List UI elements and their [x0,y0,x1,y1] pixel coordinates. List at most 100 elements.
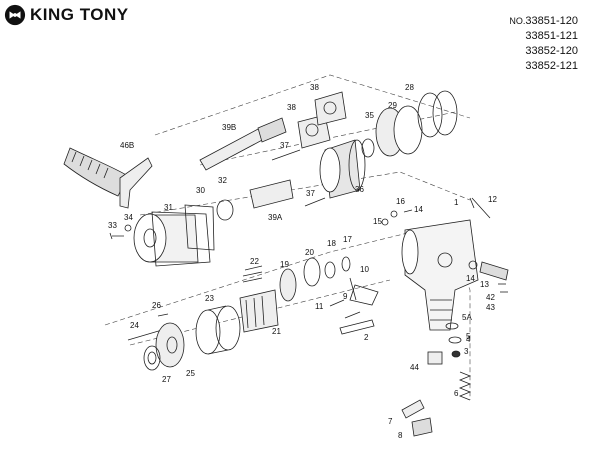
callout-2: 2 [364,333,369,342]
callout-38: 38 [310,83,319,92]
callout-18: 18 [327,239,336,248]
part-15-o-ring [381,218,389,226]
part-39B-anvil [199,127,267,171]
part-35-washer [361,138,375,158]
part-23-cylinder [195,305,241,355]
part-11-pin [329,299,345,307]
brand-header: KING TONY [4,4,129,26]
part-6-spring [458,371,472,401]
callout-33: 33 [108,221,117,230]
callout-8: 8 [398,431,403,440]
part-11-pin [344,311,361,319]
part-16-spring [390,210,398,218]
part-31-front-housing [133,211,211,267]
part-17-ring [341,256,351,272]
part-28-rubber-boot [417,90,458,138]
part-8-air-inlet [411,417,433,437]
part-20-end-plate [303,257,321,287]
part-32-bushing [216,199,234,221]
callout-21: 21 [272,327,281,336]
callout-27: 27 [162,375,171,384]
callout-11: 11 [315,302,324,311]
part-27-bearing [143,345,161,371]
part-10-trigger [349,284,379,306]
callout-13: 13 [480,280,489,289]
callout-14: 14 [414,205,423,214]
callout-17: 17 [343,235,352,244]
part-2-reverse-valve [339,319,375,335]
brand-name: KING TONY [30,5,129,24]
callout-19: 19 [280,260,289,269]
model-number: 33852-120 [525,45,578,57]
part-21-rotor [239,289,279,333]
callout-31: 31 [164,203,173,212]
part-29-hammer-case [375,105,423,157]
part-26-pin [157,313,169,317]
part-37-pin [271,149,301,161]
callout-3: 3 [464,347,469,356]
callout-36: 36 [355,185,364,194]
callout-12: 12 [488,195,497,204]
callout-22: 22 [250,257,259,266]
callout-30: 30 [196,186,205,195]
callout-26: 26 [152,301,161,310]
part-46B-side-handle [63,147,153,209]
model-number: 33851-121 [525,30,578,42]
callout-39A: 39A [268,213,283,222]
callout-44: 44 [410,363,419,372]
model-number: 33852-121 [525,60,578,72]
callout-20: 20 [305,248,314,257]
callout-34: 34 [124,213,133,222]
part-37-pin [304,197,326,207]
callout-32: 32 [218,176,227,185]
part-38-hammer [314,91,347,126]
part-12-screw [469,197,491,219]
callout-38: 38 [287,103,296,112]
part-30-gasket [184,204,215,251]
callout-10: 10 [360,265,369,274]
part-33-bolt [109,232,124,240]
callout-14: 14 [466,274,475,283]
callout-5: 5 [466,332,471,341]
callout-5A: 5A [462,313,472,322]
callout-37: 37 [280,141,289,150]
part-14-pin [403,209,413,213]
part-19-end-plate [279,268,297,302]
part-18-washer [324,261,336,279]
model-prefix: NO. [509,16,526,26]
callout-29: 29 [388,101,397,110]
callout-6: 6 [454,389,459,398]
callout-labels: 1 2 3 4 5 5A 6 7 8 9 10 11 12 13 14 14 1… [108,83,497,440]
part-13-regulator [479,261,509,281]
callout-39B: 39B [222,123,236,132]
part-3-ball [451,350,461,358]
part-1-housing [401,219,479,331]
callout-7: 7 [388,417,393,426]
callout-23: 23 [205,294,214,303]
king-tony-logo-icon [4,4,26,26]
callout-9: 9 [343,292,348,301]
callout-1: 1 [454,198,459,207]
part-24-pin [127,329,163,341]
part-7-filter [401,399,425,419]
callout-37: 37 [306,189,315,198]
part-5-o-ring [448,336,462,344]
callout-28: 28 [405,83,414,92]
part-39A-anvil [249,179,294,209]
part-14-o-ring [468,260,478,270]
callout-25: 25 [186,369,195,378]
model-number: NO.33851-120 [509,15,578,27]
callout-46B: 46B [120,141,134,150]
callout-35: 35 [365,111,374,120]
callout-43: 43 [486,303,495,312]
callout-16: 16 [396,197,405,206]
callout-15: 15 [373,217,382,226]
part-34-washer [124,224,132,232]
part-9-pin [349,277,357,301]
part-36-hammer-cage [319,139,366,199]
part-44-valve [427,351,443,365]
callout-4: 4 [466,335,471,344]
model-number-list: NO.33851-120 33851-121 33852-120 33852-1… [509,14,578,74]
